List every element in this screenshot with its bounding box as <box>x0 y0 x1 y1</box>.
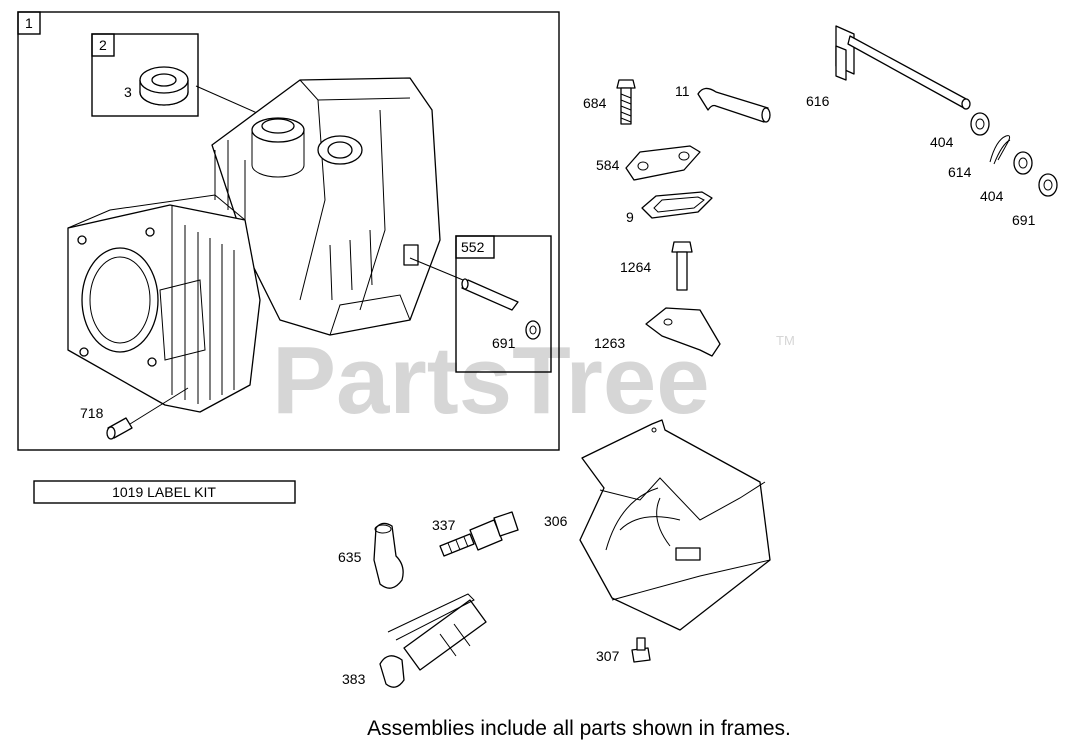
leader-718 <box>129 387 189 425</box>
frame-2-tag: 2 <box>99 37 107 53</box>
part-bolt-1264 <box>671 241 693 291</box>
part-bracket-1263 <box>645 307 721 357</box>
frame-552 <box>455 235 552 373</box>
callout-584: 584 <box>596 157 620 173</box>
frame-1 <box>17 11 560 451</box>
part-seal-3 <box>139 66 189 106</box>
frame-2-tag-box <box>91 33 115 57</box>
part-gasket-9 <box>641 191 713 219</box>
part-nut-691a <box>525 320 541 340</box>
callout-404a: 404 <box>930 134 954 150</box>
part-washer-404a <box>970 112 990 136</box>
frame-552-tag-box <box>455 235 495 259</box>
frame-2 <box>91 33 199 117</box>
part-washer-404b <box>1013 151 1033 175</box>
part-shroud-306 <box>579 419 771 631</box>
callout-1263: 1263 <box>594 335 625 351</box>
callout-404b: 404 <box>980 188 1004 204</box>
callout-616: 616 <box>806 93 830 109</box>
callout-11: 11 <box>675 83 690 99</box>
label-kit: 1019 LABEL KIT <box>112 484 216 500</box>
part-engine-block <box>67 77 441 413</box>
callout-684: 684 <box>583 95 607 111</box>
part-spark-plug-337 <box>439 511 519 557</box>
leader-552 <box>409 257 464 281</box>
callout-9: 9 <box>626 209 634 225</box>
callout-691a: 691 <box>492 335 516 351</box>
watermark-trademark: TM <box>776 333 795 348</box>
part-nut-691b <box>1038 173 1058 197</box>
watermark: PartsTree <box>272 327 710 434</box>
part-plate-584 <box>625 145 701 181</box>
part-tube-11 <box>697 87 771 123</box>
callout-337: 337 <box>432 517 456 533</box>
callout-614: 614 <box>948 164 972 180</box>
part-pin-552 <box>461 278 519 311</box>
callout-383: 383 <box>342 671 366 687</box>
footer-caption: Assemblies include all parts shown in fr… <box>367 717 791 740</box>
part-tool-383 <box>379 593 487 688</box>
callout-1264: 1264 <box>620 259 651 275</box>
part-bolt-684 <box>616 79 636 125</box>
callout-307: 307 <box>596 648 620 664</box>
callout-691b: 691 <box>1012 212 1036 228</box>
label-kit-box <box>33 480 296 504</box>
frame-1-tag: 1 <box>25 15 33 31</box>
part-boot-635 <box>373 522 404 589</box>
part-dowel-718 <box>106 417 133 440</box>
callout-635: 635 <box>338 549 362 565</box>
part-clip-614 <box>989 135 1011 165</box>
part-screw-307 <box>631 637 651 663</box>
frame-552-tag: 552 <box>461 239 485 255</box>
part-shaft-616 <box>835 25 971 110</box>
frame-1-tag-box <box>17 11 41 35</box>
callout-3: 3 <box>124 84 132 100</box>
callout-718: 718 <box>80 405 104 421</box>
callout-306: 306 <box>544 513 568 529</box>
